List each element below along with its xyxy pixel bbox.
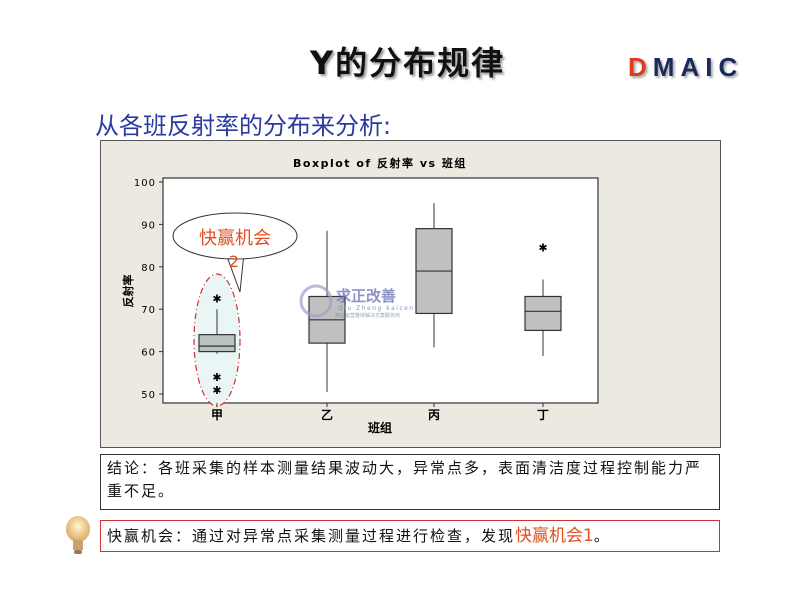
callout-text: 快赢机会 — [199, 227, 271, 249]
outlier-point: ✱ — [212, 293, 221, 306]
box-甲 — [198, 334, 236, 353]
callout-number: 2 — [229, 252, 239, 271]
x-tick-label: 乙 — [321, 408, 333, 422]
x-tick-label: 甲 — [211, 408, 223, 422]
box-丁 — [524, 295, 562, 332]
slide-title: Y的分布规律 — [310, 44, 506, 82]
quick-win-box: 快赢机会：通过对异常点采集测量过程进行检查，发现快赢机会1。 — [100, 520, 720, 552]
outlier-point: ✱ — [212, 371, 221, 384]
watermark-logo-icon — [299, 284, 333, 318]
watermark-name: 求正改善 — [336, 287, 396, 305]
lightbulb-icon — [66, 516, 90, 554]
outlier-point: ✱ — [538, 242, 547, 255]
watermark-pinyin: Qiu Zheng kaizen — [338, 305, 415, 312]
y-tick-label: 60 — [141, 348, 156, 359]
watermark-tagline: 精益运营整体解决方案服务商 — [335, 312, 400, 319]
y-axis-label: 反射率 — [121, 275, 135, 308]
slide-subtitle: 从各班反射率的分布来分析: — [95, 112, 392, 140]
chart-title: Boxplot of 反射率 vs 班组 — [293, 156, 467, 170]
y-tick-label: 70 — [141, 305, 156, 316]
y-tick-label: 50 — [141, 390, 156, 401]
x-tick-label: 丁 — [537, 408, 549, 422]
x-tick-label: 丙 — [428, 408, 440, 422]
conclusion-box: 结论：各班采集的样本测量结果波动大，异常点多，表面清洁度过程控制能力严重不足。 — [100, 454, 720, 510]
callout-joint — [222, 248, 246, 256]
dmaic-logo: DMAIC — [628, 52, 744, 82]
y-tick-label: 100 — [134, 178, 156, 189]
callout-bubble — [172, 212, 298, 260]
outlier-point: ✱ — [212, 384, 221, 397]
y-tick-label: 90 — [141, 220, 156, 231]
y-tick-label: 80 — [141, 263, 156, 274]
x-axis-label: 班组 — [368, 420, 392, 435]
quick-win-highlight: 快赢机会1 — [515, 526, 594, 546]
